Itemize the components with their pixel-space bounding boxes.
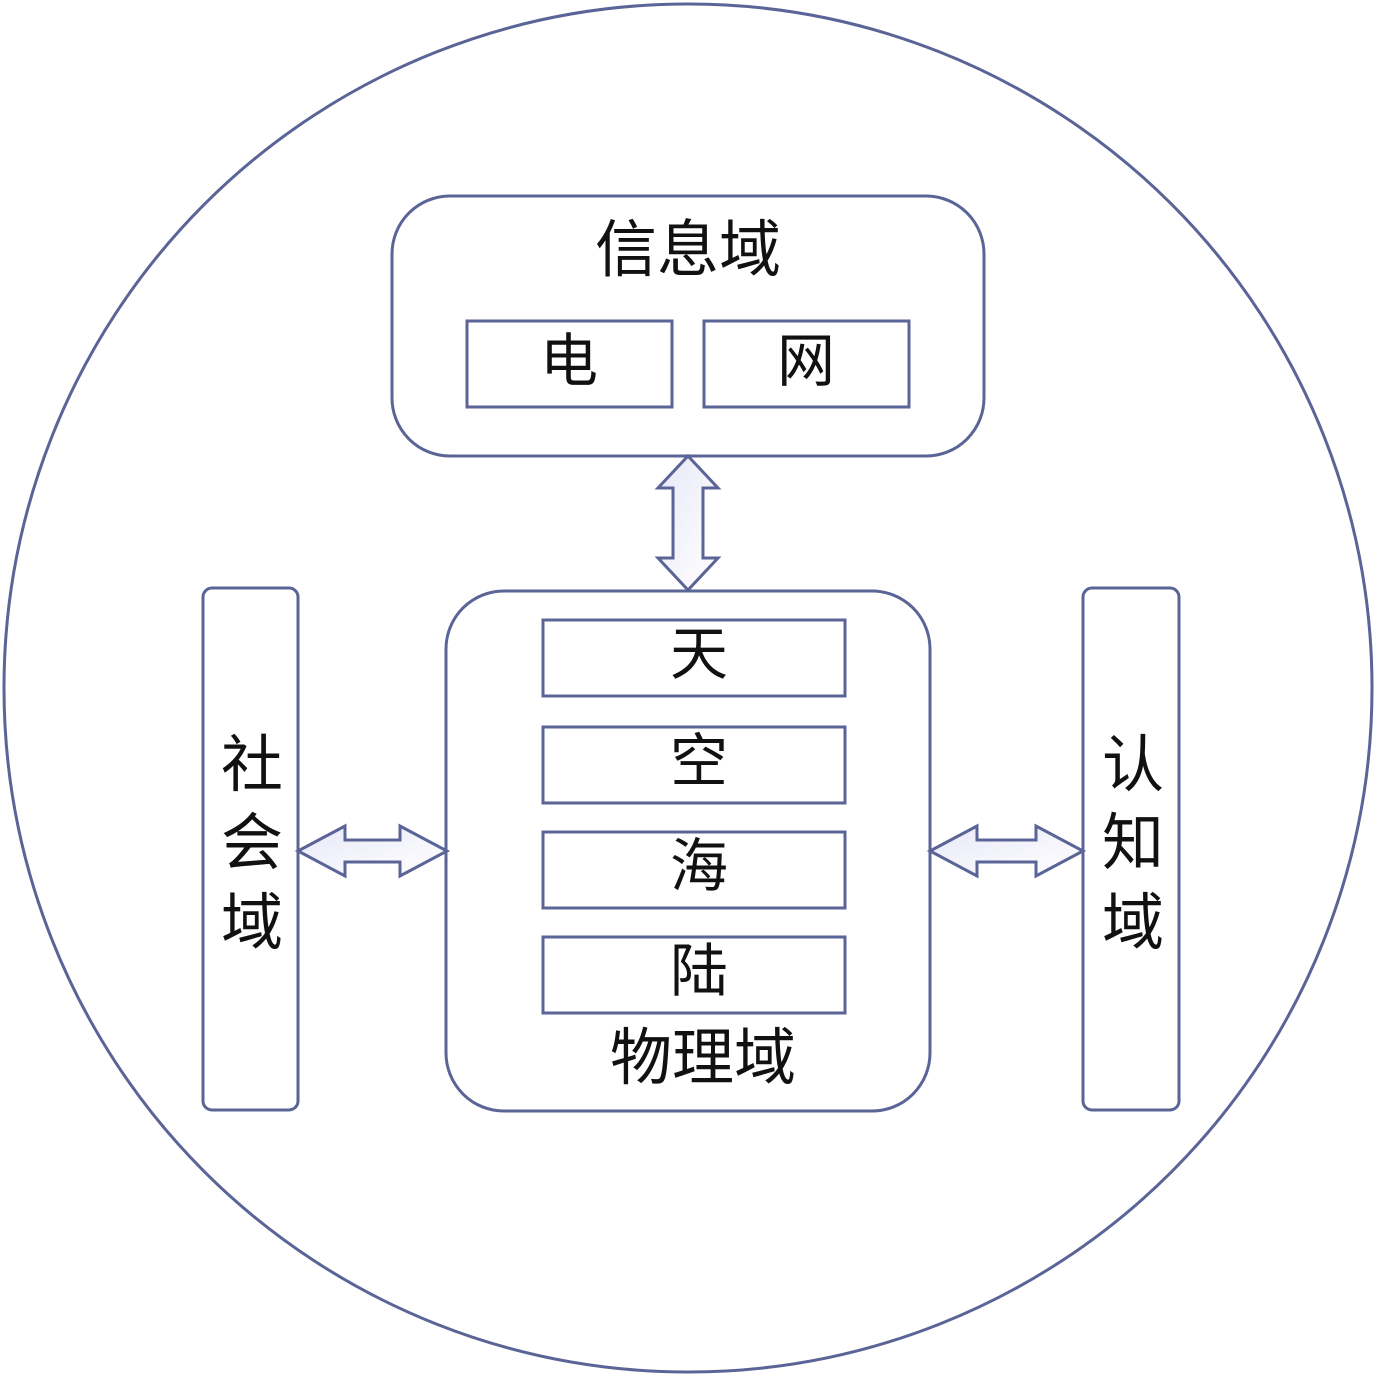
physical-item-label-1: 空 <box>670 727 728 795</box>
social-domain-char-2: 域 <box>221 886 283 959</box>
social-domain-char-0: 社 <box>221 728 283 801</box>
physical-cognitive-double-arrow <box>926 823 1087 879</box>
info-item-box-1 <box>702 319 911 409</box>
cognitive-domain-char-1: 知 <box>1102 806 1164 879</box>
physical-item-label-0: 天 <box>670 620 728 688</box>
info-item-label-0: 电 <box>540 327 598 395</box>
physical-item-box-1 <box>541 725 847 805</box>
social-domain-char-1: 会 <box>221 806 283 879</box>
social-domain-box <box>201 586 300 1112</box>
cognitive-domain-box <box>1081 586 1181 1112</box>
physical-item-box-0 <box>541 618 847 698</box>
info-item-box-0 <box>465 319 674 409</box>
social-physical-double-arrow <box>294 823 451 879</box>
physical-domain-title: 物理域 <box>610 1021 796 1094</box>
info-domain-title: 信息域 <box>595 213 781 286</box>
cognitive-domain-char-0: 认 <box>1102 728 1164 801</box>
physical-item-box-2 <box>541 830 847 910</box>
info-item-label-1: 网 <box>777 327 835 395</box>
physical-item-box-3 <box>541 935 847 1015</box>
physical-item-label-2: 海 <box>670 832 728 900</box>
cognitive-domain-char-2: 域 <box>1102 886 1164 959</box>
physical-item-label-3: 陆 <box>670 937 728 1005</box>
